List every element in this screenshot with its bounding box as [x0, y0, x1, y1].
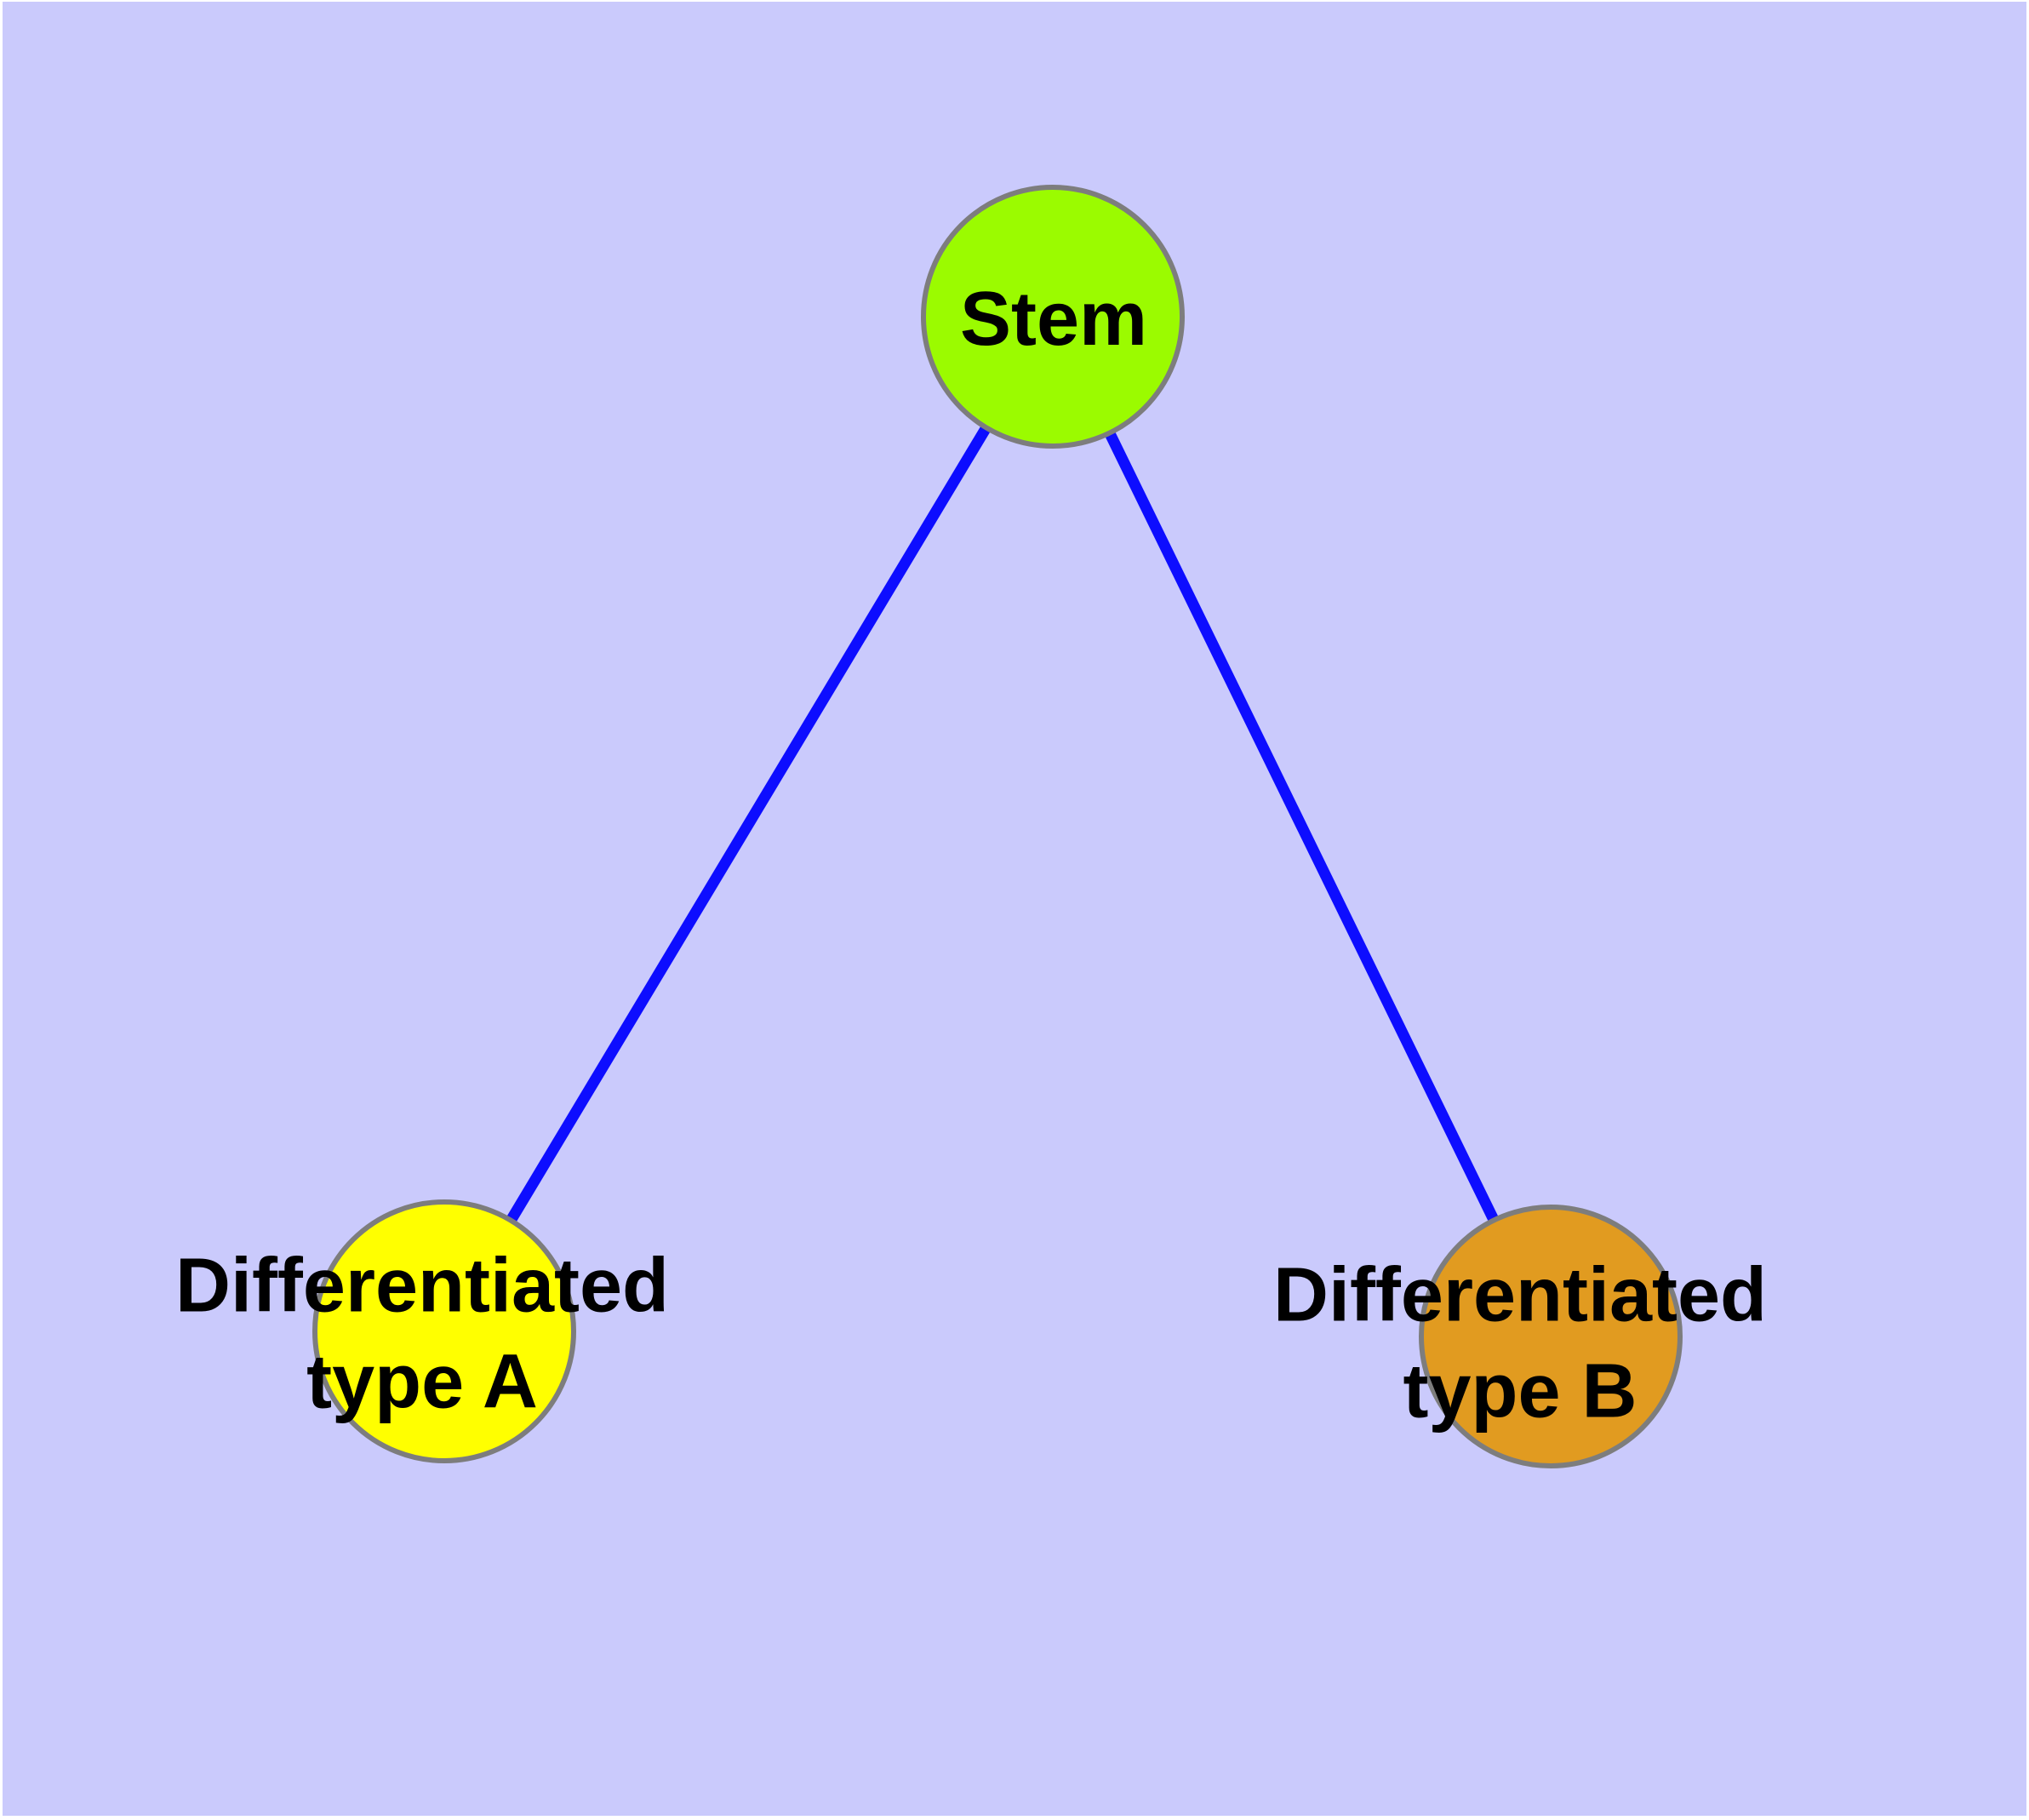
label-line-differentiated-type-b-1: type B: [1403, 1349, 1637, 1434]
label-line-differentiated-type-a-0: Differentiated: [175, 1244, 669, 1329]
label-line-differentiated-type-b-0: Differentiated: [1273, 1253, 1767, 1338]
nodes-layer: [312, 185, 1683, 1468]
node-differentiated-type-b: [1419, 1205, 1683, 1468]
edge-stem-to-differentiated-type-b: [1048, 314, 1556, 1339]
node-differentiated-type-a: [312, 1199, 576, 1463]
label-differentiated-type-b: Differentiated type B: [1273, 1253, 1767, 1434]
label-line-stem-0: Stem: [960, 277, 1147, 362]
edges-layer: [439, 313, 1556, 1339]
edge-stem-to-differentiated-type-a: [439, 313, 1058, 1335]
label-line-differentiated-type-a-1: type A: [306, 1340, 538, 1425]
node-stem: [921, 185, 1185, 449]
label-stem: Stem: [960, 277, 1147, 362]
label-differentiated-type-a: Differentiated type A: [175, 1244, 669, 1425]
